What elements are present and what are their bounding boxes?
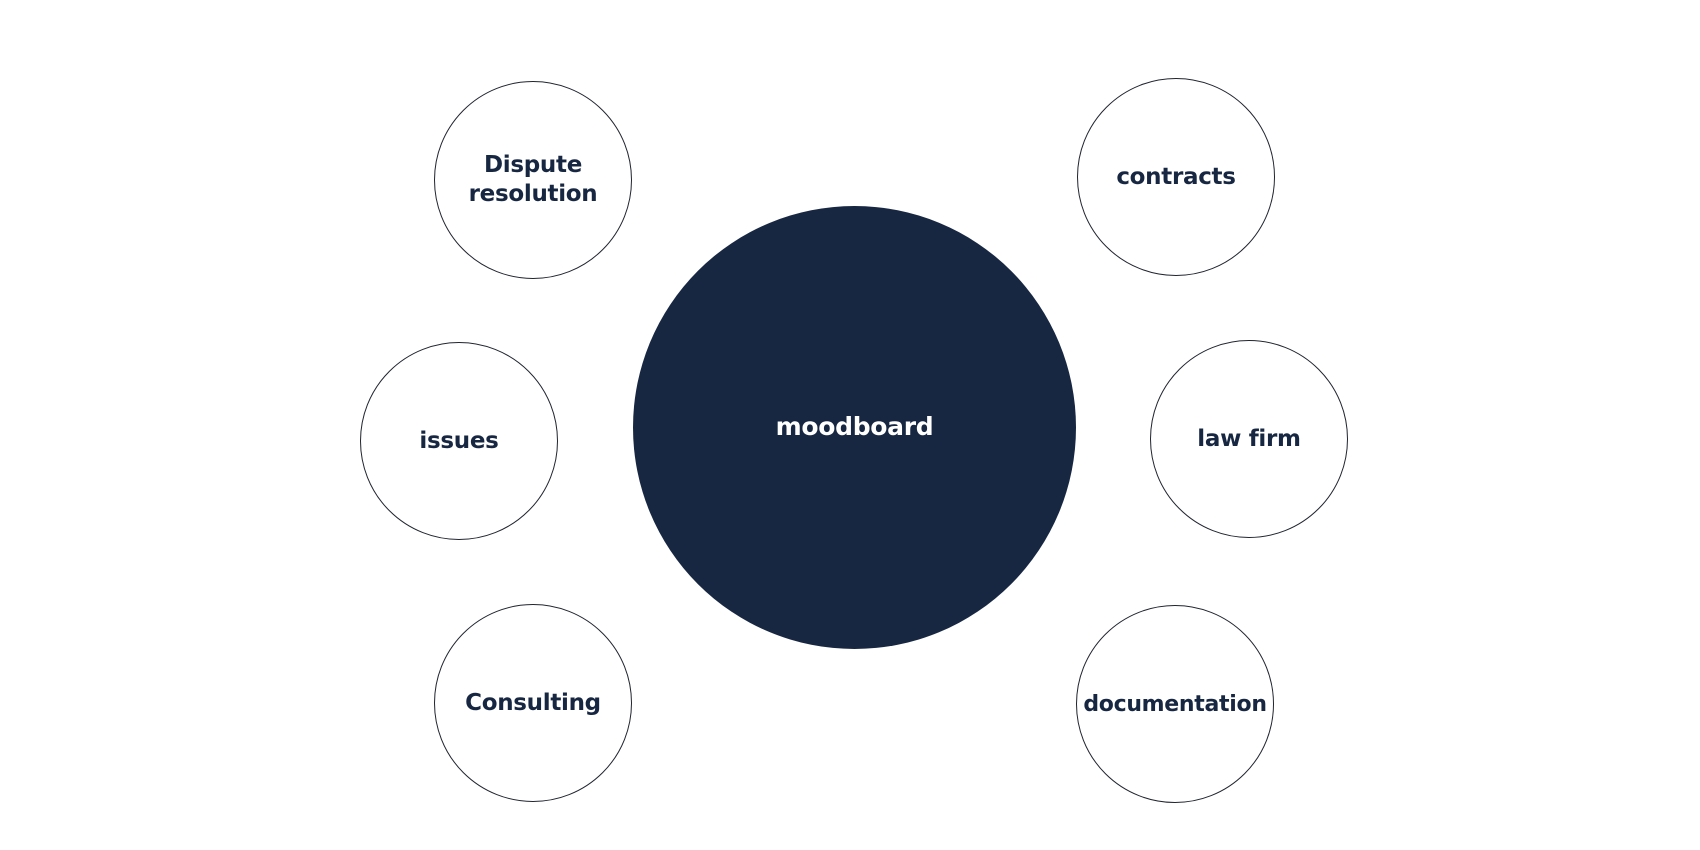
topic-label-dispute-resolution: Dispute resolution	[468, 152, 598, 207]
topic-circle-issues: issues	[360, 342, 558, 540]
topic-circle-law-firm: law firm	[1150, 340, 1348, 538]
topic-label-law-firm: law firm	[1197, 425, 1301, 452]
topic-circle-contracts: contracts	[1077, 78, 1275, 276]
central-topic-circle: moodboard	[633, 206, 1076, 649]
topic-label-consulting: Consulting	[465, 689, 601, 716]
topic-label-documentation: documentation	[1083, 691, 1267, 717]
topic-label-contracts: contracts	[1116, 163, 1236, 190]
topic-circle-documentation: documentation	[1076, 605, 1274, 803]
central-topic-label: moodboard	[775, 412, 934, 441]
topic-circle-consulting: Consulting	[434, 604, 632, 802]
topic-label-issues: issues	[419, 427, 499, 454]
topic-circle-dispute-resolution: Dispute resolution	[434, 81, 632, 279]
